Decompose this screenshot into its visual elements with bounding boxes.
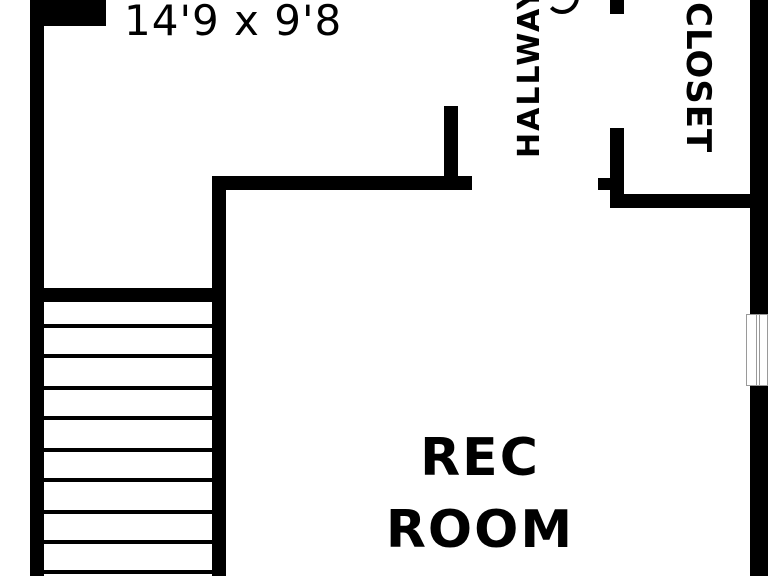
right-exterior-wall xyxy=(750,0,768,576)
room-dimensions: 14'9 x 9'8 xyxy=(124,0,343,45)
closet-left-wall-upper xyxy=(610,0,624,14)
hallway-left-wall-stub xyxy=(444,106,458,190)
rec-room-label-line1: REC xyxy=(420,428,540,488)
stair-tread xyxy=(44,386,212,390)
stair-tread xyxy=(44,416,212,420)
hallway-label: HALLWAY xyxy=(512,0,547,158)
stair-right-wall xyxy=(212,176,226,576)
closet-label: CLOSET xyxy=(678,2,718,154)
stair-tread xyxy=(44,570,212,574)
stair-tread xyxy=(44,448,212,452)
closet-bottom-wall xyxy=(610,194,768,208)
stair-tread xyxy=(44,510,212,514)
door-swing-arc xyxy=(545,0,579,14)
stair-tread xyxy=(44,540,212,544)
window xyxy=(746,314,768,386)
top-left-column xyxy=(30,0,106,26)
stair-tread xyxy=(44,478,212,482)
rec-room-label-line2: ROOM xyxy=(385,500,575,560)
window-pane xyxy=(756,315,760,385)
stair-tread xyxy=(44,354,212,358)
closet-door-stop xyxy=(598,178,624,190)
stair-tread xyxy=(44,324,212,328)
stair-top-wall xyxy=(30,288,226,302)
upper-room-bottom-wall xyxy=(212,176,472,190)
